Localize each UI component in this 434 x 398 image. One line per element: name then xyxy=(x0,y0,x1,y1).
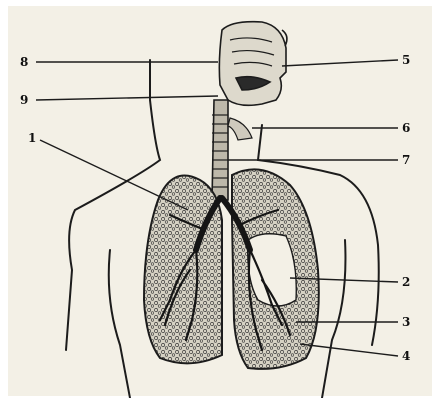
label-top-left: 8 xyxy=(20,55,28,69)
label-upper-left: 9 xyxy=(20,93,28,107)
label-lower-right-2: 3 xyxy=(402,315,410,329)
head-cavity xyxy=(219,22,287,106)
label-mid-left: 1 xyxy=(28,131,36,145)
label-top-right: 5 xyxy=(402,53,410,67)
label-lower-right-1: 2 xyxy=(402,275,410,289)
label-mid-right: 7 xyxy=(402,153,410,167)
nasal-cavity xyxy=(219,22,286,106)
label-upper-right: 6 xyxy=(402,121,410,135)
label-bottom-right: 4 xyxy=(402,349,410,363)
